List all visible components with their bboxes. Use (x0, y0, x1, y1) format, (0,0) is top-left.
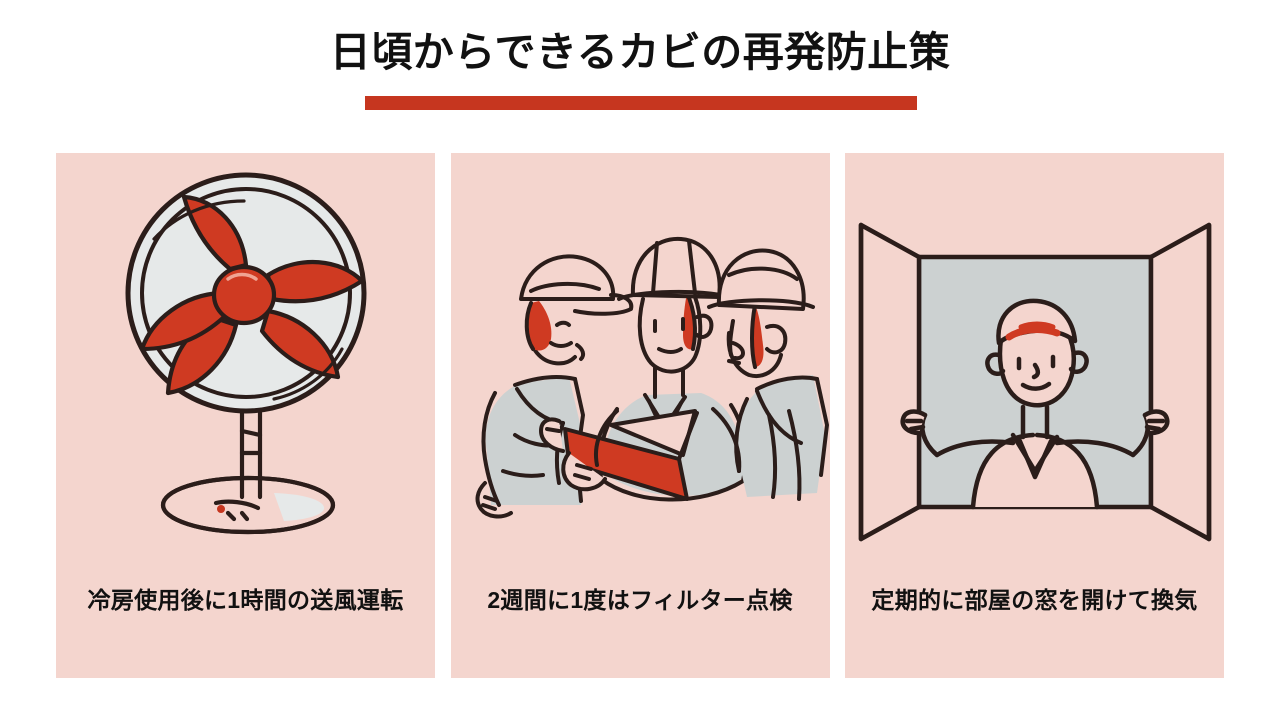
title-underline-accent (365, 96, 917, 110)
tip-card-ventilation[interactable]: 定期的に部屋の窓を開けて換気 (845, 153, 1224, 678)
tip-card-filter-check[interactable]: 2週間に1度はフィルター点検 (450, 153, 830, 678)
tip-card-caption: 冷房使用後に1時間の送風運転 (87, 587, 404, 613)
workers-inspecting-filter-illustration (451, 153, 830, 583)
tip-card-fan[interactable]: 冷房使用後に1時間の送風運転 (56, 153, 435, 678)
tip-card-caption: 2週間に1度はフィルター点検 (487, 587, 793, 613)
tips-card-row: 冷房使用後に1時間の送風運転 (56, 153, 1224, 678)
person-opening-window-illustration (845, 153, 1224, 583)
electric-fan-illustration (56, 153, 435, 583)
page-title: 日頃からできるカビの再発防止策 (329, 29, 951, 75)
slide-header: 日頃からできるカビの再発防止策 (0, 0, 1280, 140)
tip-card-caption: 定期的に部屋の窓を開けて換気 (871, 587, 1198, 613)
